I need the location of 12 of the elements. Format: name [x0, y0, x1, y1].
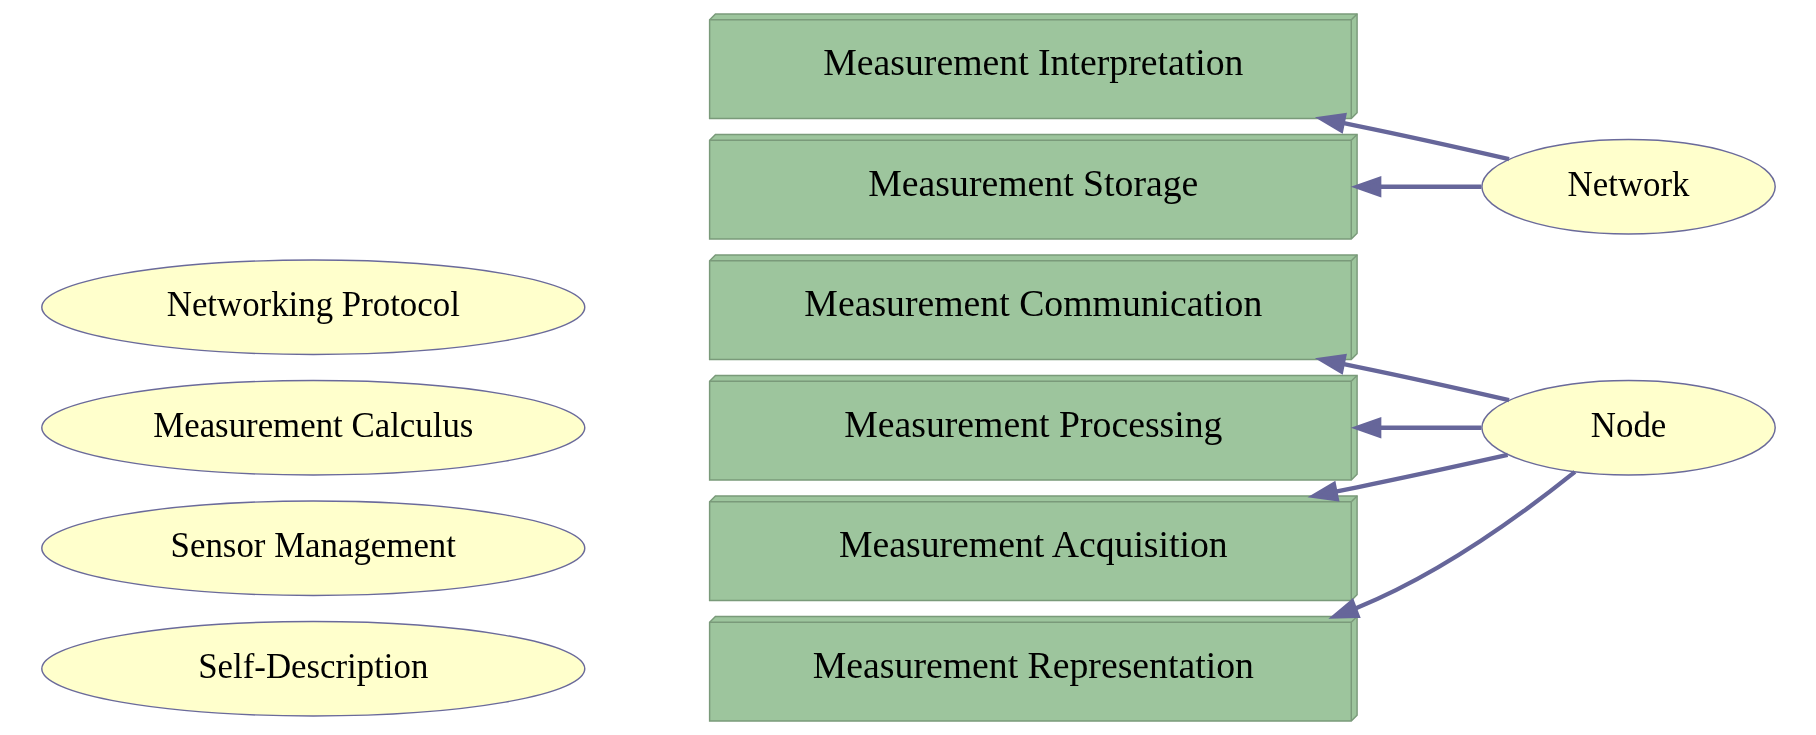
arrow — [1307, 452, 1508, 502]
arrow — [1327, 470, 1576, 619]
node-ellipse: Sensor Management — [40, 500, 585, 597]
arrow — [1350, 176, 1481, 198]
node-ellipse: Node — [1480, 379, 1776, 476]
arrow — [1350, 417, 1481, 439]
node-ellipse: Self-Description — [40, 620, 585, 717]
node-ellipse: Measurement Calculus — [40, 379, 585, 476]
node-ellipse: Networking Protocol — [40, 259, 585, 356]
arrow — [1314, 353, 1509, 403]
node-ellipse: Network — [1480, 138, 1776, 235]
arrow — [1314, 112, 1509, 162]
